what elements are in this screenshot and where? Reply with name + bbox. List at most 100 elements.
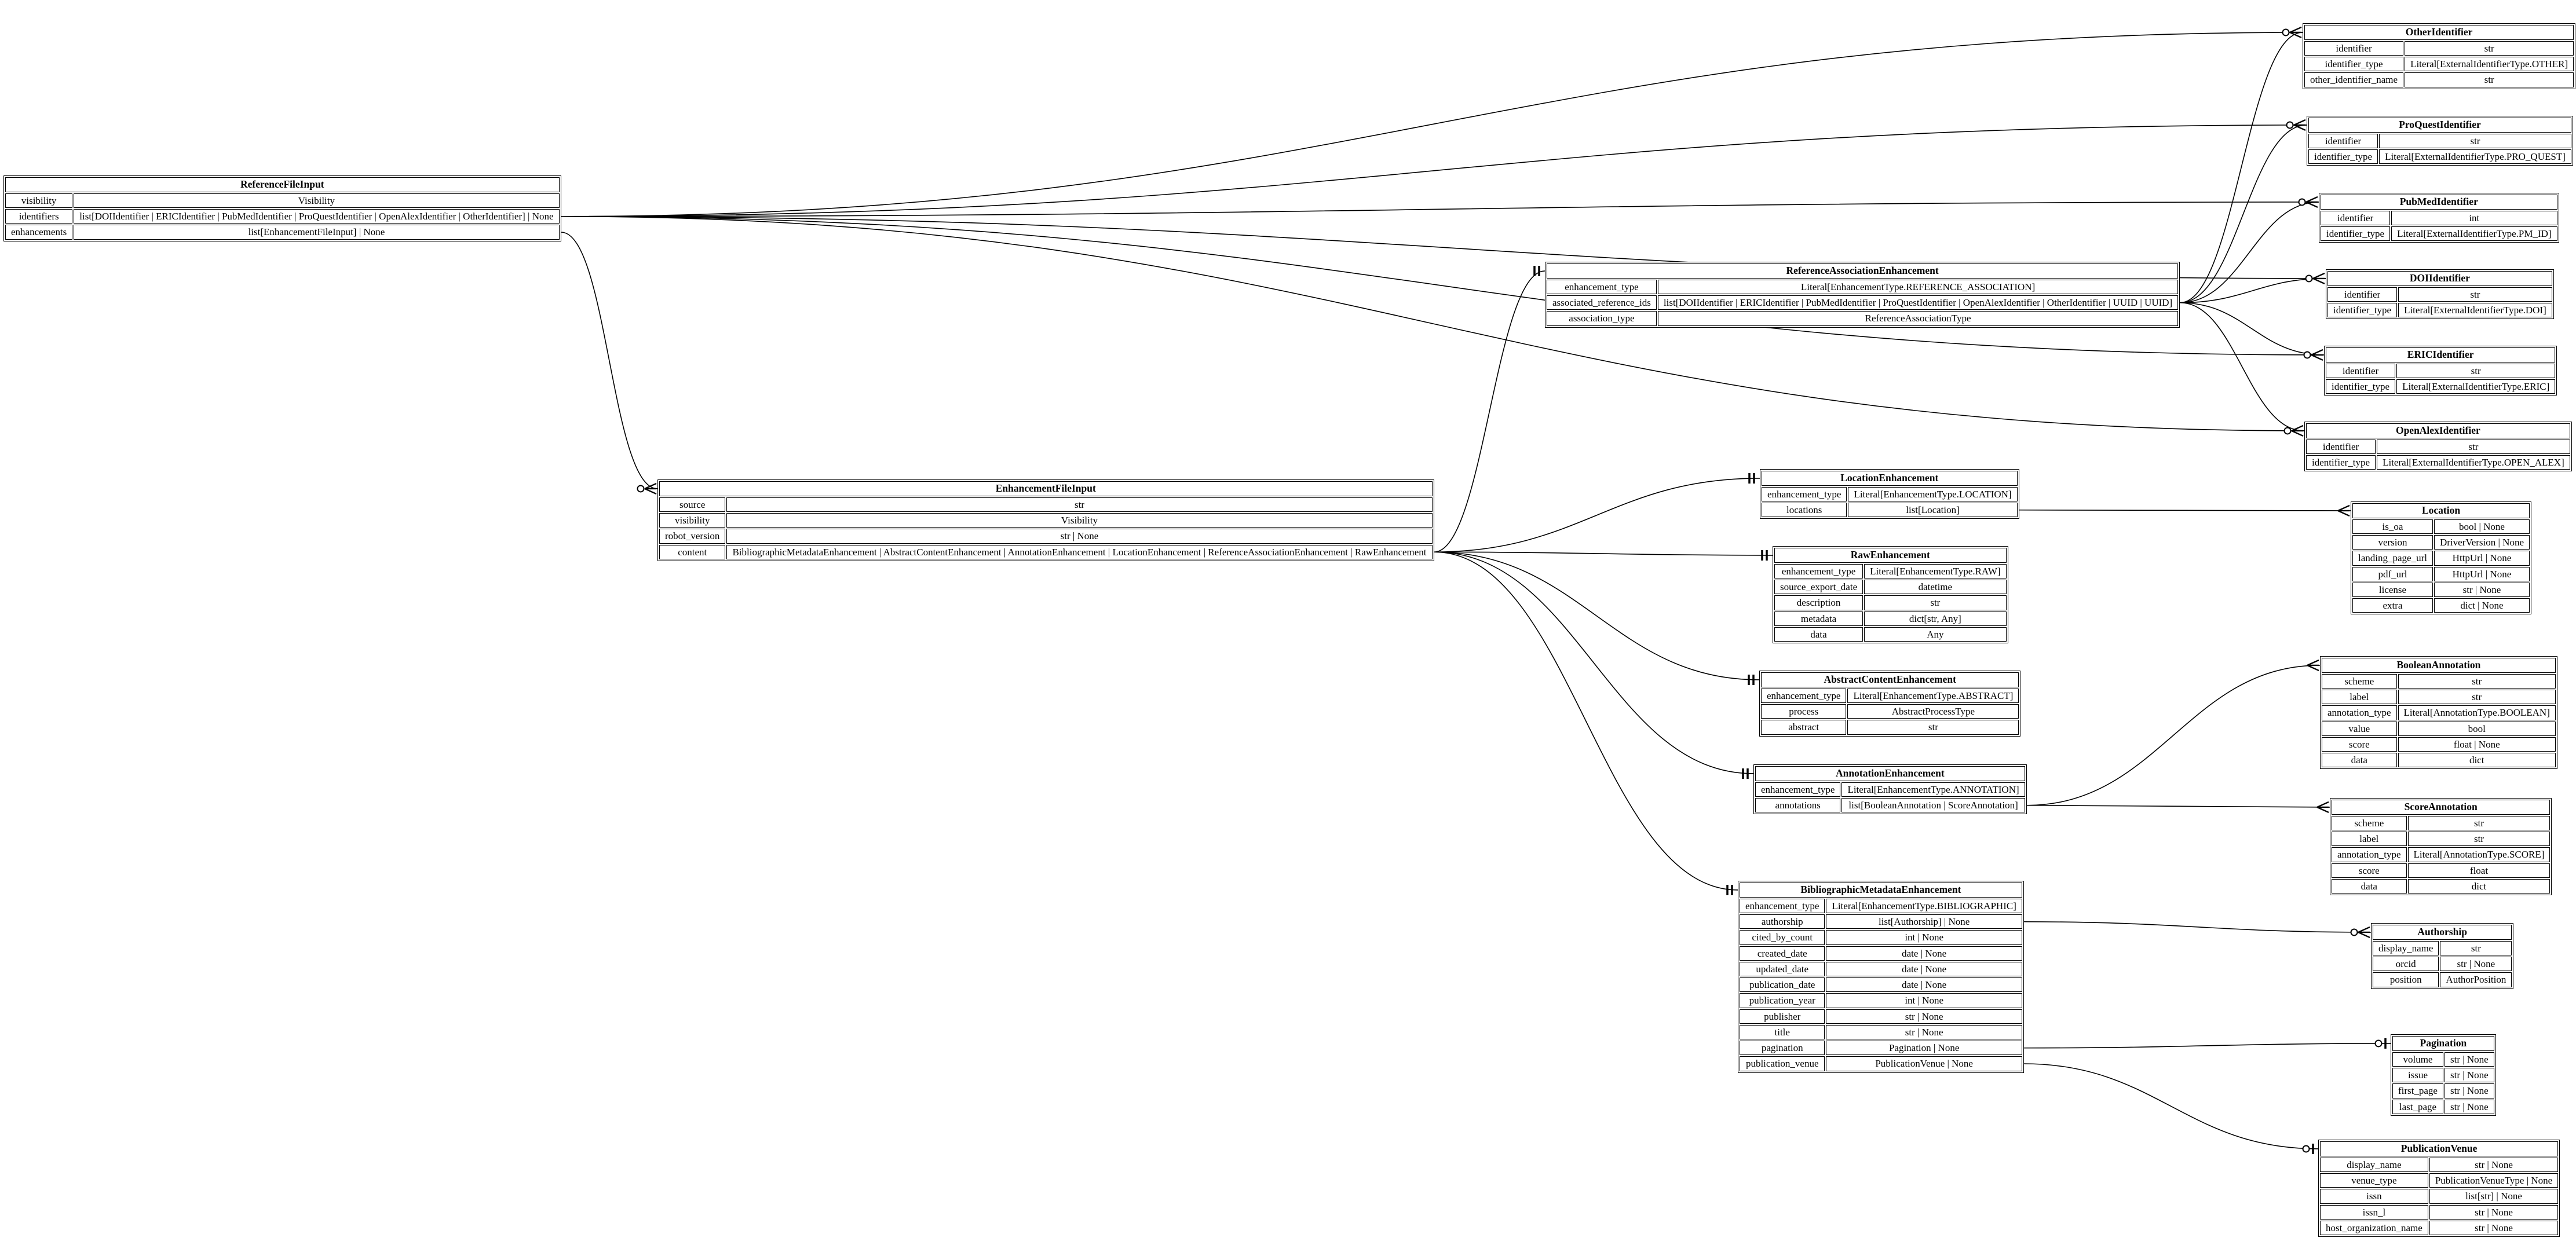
field-type: int <box>2391 210 2557 226</box>
edge <box>2026 665 2321 806</box>
field-name: enhancement_type <box>1762 486 1847 502</box>
field-type: Literal[ExternalIdentifierType.OPEN_ALEX… <box>2377 455 2570 470</box>
field-type: Literal[EnhancementType.BIBLIOGRAPHIC] <box>1826 898 2022 914</box>
cardinality-marker-crow-foot <box>2311 349 2323 361</box>
cardinality-marker-crow-foot <box>2337 504 2350 517</box>
field-name: updated_date <box>1740 961 1825 977</box>
field-type: HttpUrl | None <box>2434 566 2530 581</box>
field-type: Visibility <box>74 193 560 208</box>
zero-circle <box>2302 1145 2310 1153</box>
field-name: association_type <box>1547 311 1657 326</box>
field-type: list[Authorship] | None <box>1826 914 2022 929</box>
field-name: identifier_type <box>2308 149 2378 164</box>
field-type: float | None <box>2398 737 2556 752</box>
edge <box>1434 551 1738 891</box>
edge <box>561 32 2303 217</box>
entity-title: Authorship <box>2373 925 2512 940</box>
field-name: cited_by_count <box>1740 930 1825 945</box>
cardinality-marker-crow-foot <box>2312 272 2325 285</box>
field-type: list[BooleanAnnotation | ScoreAnnotation… <box>1841 798 2025 813</box>
field-type: str <box>2398 690 2556 705</box>
field-type: str | None <box>726 529 1433 544</box>
entity-title: ERICIdentifier <box>2326 347 2556 362</box>
field-name: is_oa <box>2352 519 2433 534</box>
field-type: Literal[EnhancementType.REFERENCE_ASSOCI… <box>1657 279 2179 295</box>
field-name: position <box>2373 972 2439 987</box>
field-name: visibility <box>659 513 726 528</box>
cardinality-marker-one <box>1748 674 1755 685</box>
zero-circle <box>2303 351 2311 359</box>
field-name: abstract <box>1761 720 1847 735</box>
field-name: content <box>659 544 726 559</box>
field-name: scheme <box>2332 815 2407 831</box>
field-type: str <box>2398 287 2552 302</box>
field-name: description <box>1774 595 1864 610</box>
edge <box>2180 302 2305 431</box>
field-type: Literal[AnnotationType.BOOLEAN] <box>2398 705 2556 720</box>
field-type: dict | None <box>2434 598 2530 613</box>
field-type: Literal[ExternalIdentifierType.ERIC] <box>2396 379 2556 394</box>
cardinality-marker-crow-foot <box>2291 424 2304 437</box>
field-type: AuthorPosition <box>2440 972 2512 987</box>
field-type: str | None <box>2429 1220 2559 1236</box>
field-type: str | None <box>2429 1157 2559 1173</box>
edge <box>2180 302 2325 356</box>
edge <box>1434 551 1760 680</box>
field-type: str | None <box>2440 957 2512 972</box>
field-name: robot_version <box>659 529 726 544</box>
field-type: str | None <box>1826 1024 2022 1040</box>
field-name: scheme <box>2322 673 2397 689</box>
field-name: orcid <box>2373 957 2439 972</box>
field-type: Literal[ExternalIdentifierType.DOI] <box>2398 303 2552 318</box>
field-type: Pagination | None <box>1826 1041 2022 1056</box>
field-name: created_date <box>1740 946 1825 961</box>
field-name: pagination <box>1740 1041 1825 1056</box>
field-name: visibility <box>5 193 73 208</box>
field-type: bool <box>2398 721 2556 736</box>
edge <box>2019 509 2351 511</box>
field-name: annotations <box>1755 798 1841 813</box>
entity-title: Location <box>2352 503 2530 518</box>
field-type: dict[str, Any] <box>1864 611 2007 626</box>
field-type: Literal[EnhancementType.LOCATION] <box>1848 486 2018 502</box>
field-name: publication_date <box>1740 977 1825 993</box>
field-name: volume <box>2392 1052 2443 1067</box>
entity-title: ProQuestIdentifier <box>2308 118 2571 133</box>
field-name: identifier_type <box>2327 303 2398 318</box>
zero-circle <box>2350 928 2358 936</box>
field-type: HttpUrl | None <box>2434 551 2530 566</box>
